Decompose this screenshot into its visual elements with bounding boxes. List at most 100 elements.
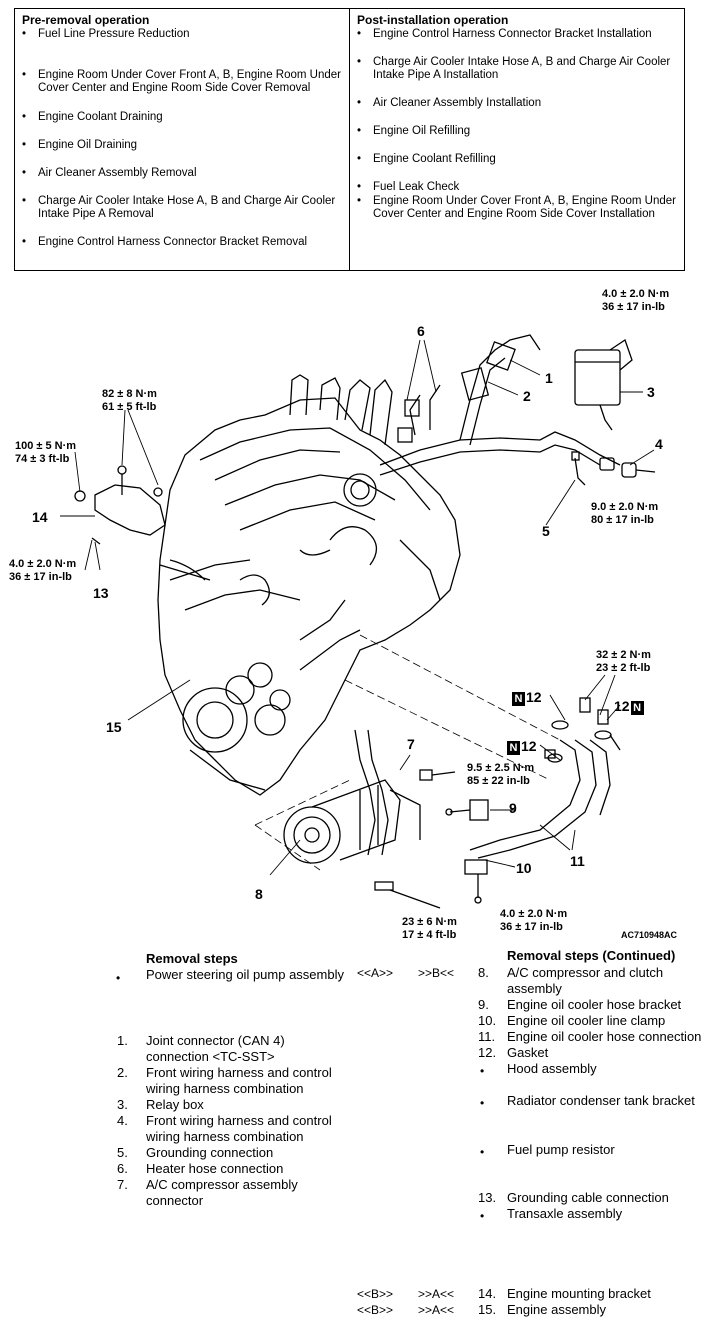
install-code: >>A<< <box>418 1287 455 1301</box>
pre-removal-title: Pre-removal operation <box>22 13 150 27</box>
bullet: • <box>480 1064 485 1078</box>
removal-step-label: Engine mounting bracket <box>507 1286 651 1301</box>
removal-step-label: Relay box <box>146 1097 204 1112</box>
ac-compressor <box>283 779 441 909</box>
step-number: 2. <box>117 1065 128 1080</box>
post-installation-item: Engine Room Under Cover Front A, B, Engi… <box>357 195 683 222</box>
torque-label: 4.0 ± 2.0 N·m 36 ± 17 in-lb <box>500 908 567 934</box>
step-number: 14. <box>478 1286 497 1301</box>
removal-step-label: Engine oil cooler hose connection <box>507 1029 702 1044</box>
torque-label: 9.0 ± 2.0 N·m 80 ± 17 in-lb <box>591 501 658 527</box>
pre-removal-item: Air Cleaner Assembly Removal <box>22 167 343 181</box>
torque-metric: 32 ± 2 N·m <box>596 649 651 661</box>
step-number: 4. <box>117 1113 128 1128</box>
callout-number: 12 <box>526 689 542 705</box>
step-number: 3. <box>117 1097 128 1112</box>
step-number: 10. <box>478 1013 497 1028</box>
pre-removal-item: Engine Control Harness Connector Bracket… <box>22 236 343 250</box>
torque-metric: 9.0 ± 2.0 N·m <box>591 501 659 513</box>
removal-step-label: Joint connector (CAN 4) connection <TC-S… <box>146 1033 285 1064</box>
callout-number: 15 <box>106 719 122 735</box>
callout-number: 3 <box>647 384 655 400</box>
post-installation-item: Fuel Leak Check <box>357 181 683 195</box>
torque-imperial: 36 ± 17 in-lb <box>500 921 563 933</box>
torque-imperial: 17 ± 4 ft-lb <box>402 929 457 941</box>
engine-mount-bracket <box>74 465 211 581</box>
removal-step-label: Grounding cable connection <box>507 1190 669 1205</box>
oil-cooler-clamp <box>464 859 488 904</box>
step-number: 9. <box>478 997 489 1012</box>
torque-metric: 100 ± 5 N·m <box>15 440 77 452</box>
engine-exploded-diagram: 4.0 ± 2.0 N·m 36 ± 17 in-lb 82 ± 8 N·m 6… <box>0 280 715 945</box>
torque-label: 4.0 ± 2.0 N·m 36 ± 17 in-lb <box>602 288 669 314</box>
torque-metric: 23 ± 6 N·m <box>402 916 457 928</box>
post-installation-title: Post-installation operation <box>357 13 509 27</box>
new-part-mark: N <box>507 741 520 755</box>
removal-step-label: Hood assembly <box>507 1061 597 1076</box>
callout-number: 12 <box>521 738 537 754</box>
torque-label: 82 ± 8 N·m 61 ± 5 ft-lb <box>102 388 157 414</box>
post-installation-item: Air Cleaner Assembly Installation <box>357 97 683 111</box>
step-number: 6. <box>117 1161 128 1176</box>
callout-number: 12 <box>614 698 630 714</box>
operation-table: Pre-removal operation Fuel Line Pressure… <box>14 8 685 271</box>
grounding-bolt <box>571 451 586 486</box>
torque-imperial: 80 ± 17 in-lb <box>591 514 654 526</box>
removal-step-label: Power steering oil pump assembly <box>146 967 344 982</box>
callout-number: 10 <box>516 860 532 876</box>
step-number: 15. <box>478 1302 497 1317</box>
callout-number: 5 <box>542 523 550 539</box>
torque-label: 23 ± 6 N·m 17 ± 4 ft-lb <box>402 916 457 942</box>
step-number: 11. <box>478 1029 496 1044</box>
torque-label: 4.0 ± 2.0 N·m 36 ± 17 in-lb <box>9 558 76 584</box>
torque-imperial: 36 ± 17 in-lb <box>9 571 72 583</box>
torque-imperial: 23 ± 2 ft-lb <box>596 662 651 674</box>
torque-metric: 4.0 ± 2.0 N·m <box>9 558 77 570</box>
oil-cooler-lines <box>469 734 621 859</box>
torque-metric: 4.0 ± 2.0 N·m <box>500 908 568 920</box>
ac-hoses <box>354 729 456 856</box>
callout-number: 2 <box>523 388 531 404</box>
pre-removal-column: Pre-removal operation Fuel Line Pressure… <box>15 9 350 270</box>
torque-imperial: 61 ± 5 ft-lb <box>102 401 157 413</box>
post-installation-item: Engine Oil Refilling <box>357 125 683 139</box>
removal-step-label: Transaxle assembly <box>507 1206 623 1221</box>
torque-metric: 4.0 ± 2.0 N·m <box>602 288 670 300</box>
removal-step-label: Engine oil cooler line clamp <box>507 1013 666 1028</box>
post-installation-item: Charge Air Cooler Intake Hose A, B and C… <box>357 56 683 83</box>
removal-code: <<A>> <box>357 966 394 980</box>
torque-metric: 82 ± 8 N·m <box>102 388 157 400</box>
removal-step-label: A/C compressor assembly connector <box>146 1177 298 1208</box>
removal-code: <<B>> <box>357 1303 394 1317</box>
install-code: >>B<< <box>418 966 455 980</box>
figure-id: AC710948AC <box>621 930 678 940</box>
step-number: 1. <box>117 1033 128 1048</box>
connector-4 <box>599 457 656 478</box>
intake-runners <box>289 374 393 446</box>
pre-removal-item: Engine Coolant Draining <box>22 111 343 125</box>
removal-step-label: Radiator condenser tank bracket <box>507 1093 695 1108</box>
removal-step-label: Gasket <box>507 1045 549 1060</box>
callout-number: 7 <box>407 736 415 752</box>
torque-imperial: 74 ± 3 ft-lb <box>15 453 70 465</box>
removal-step-label: A/C compressor and clutch assembly <box>507 965 664 996</box>
gaskets <box>544 697 612 763</box>
removal-step-label: Heater hose connection <box>146 1161 284 1176</box>
post-installation-column: Post-installation operation Engine Contr… <box>350 9 684 270</box>
bullet: • <box>480 1145 485 1159</box>
bullet: • <box>480 1209 485 1223</box>
step-number: 12. <box>478 1045 497 1060</box>
callout-number: 1 <box>545 370 553 386</box>
removal-step-label: Engine oil cooler hose bracket <box>507 997 682 1012</box>
torque-imperial: 85 ± 22 in-lb <box>467 775 530 787</box>
removal-code: <<B>> <box>357 1287 394 1301</box>
torque-metric: 9.5 ± 2.5 N·m <box>467 762 535 774</box>
torque-label: 32 ± 2 N·m 23 ± 2 ft-lb <box>596 649 651 675</box>
relay-box <box>574 338 633 431</box>
callout-number: 8 <box>255 886 263 902</box>
engine-block <box>157 397 461 796</box>
post-installation-item: Engine Control Harness Connector Bracket… <box>357 28 683 42</box>
step-number: 5. <box>117 1145 128 1160</box>
